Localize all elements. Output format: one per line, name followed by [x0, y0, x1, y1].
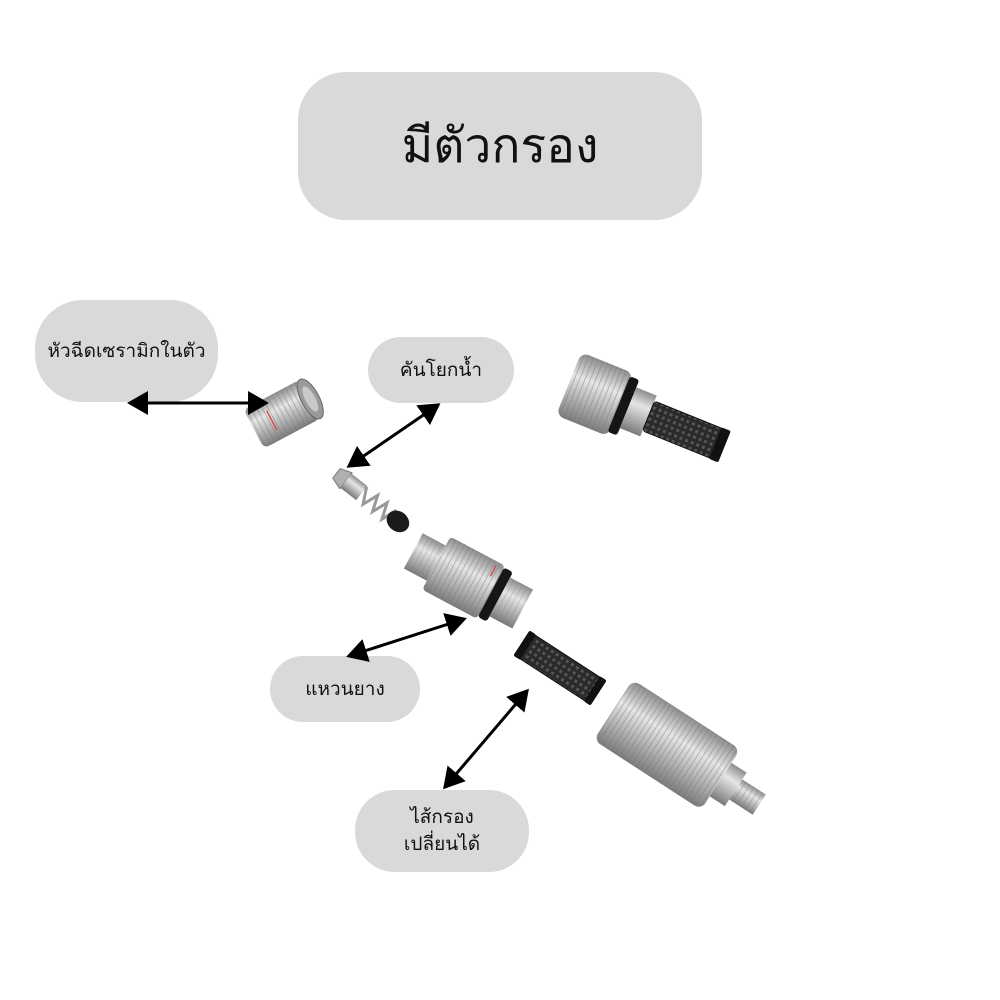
label-check-valve-text: คันโยกน้ำ: [399, 358, 483, 381]
label-nozzle: หัวฉีดเซรามิกในตัว: [35, 300, 218, 402]
label-filter: ไส้กรอง เปลี่ยนได้: [355, 790, 529, 872]
label-nozzle-text: หัวฉีดเซรามิกในตัว: [47, 339, 206, 362]
label-filter-line1: ไส้กรอง: [410, 806, 474, 829]
nozzle-body: [403, 533, 534, 629]
assembled-nozzle: [558, 354, 731, 462]
arrow-filter: [443, 688, 529, 790]
label-check-valve: คันโยกน้ำ: [368, 337, 514, 403]
arrow-o-ring: [346, 613, 467, 662]
label-o-ring-text: แหวนยาง: [305, 677, 385, 700]
label-o-ring: แหวนยาง: [270, 656, 420, 722]
page-title: มีตัวกรอง: [401, 118, 599, 174]
title-pill: มีตัวกรอง: [298, 72, 702, 220]
nozzle-cap: [245, 378, 324, 447]
check-valve: [332, 468, 410, 533]
nozzle-sleeve: [596, 682, 766, 815]
label-filter-line2: เปลี่ยนได้: [403, 833, 481, 855]
filter-cartridge: [514, 631, 606, 705]
arrow-check-valve: [346, 403, 441, 468]
